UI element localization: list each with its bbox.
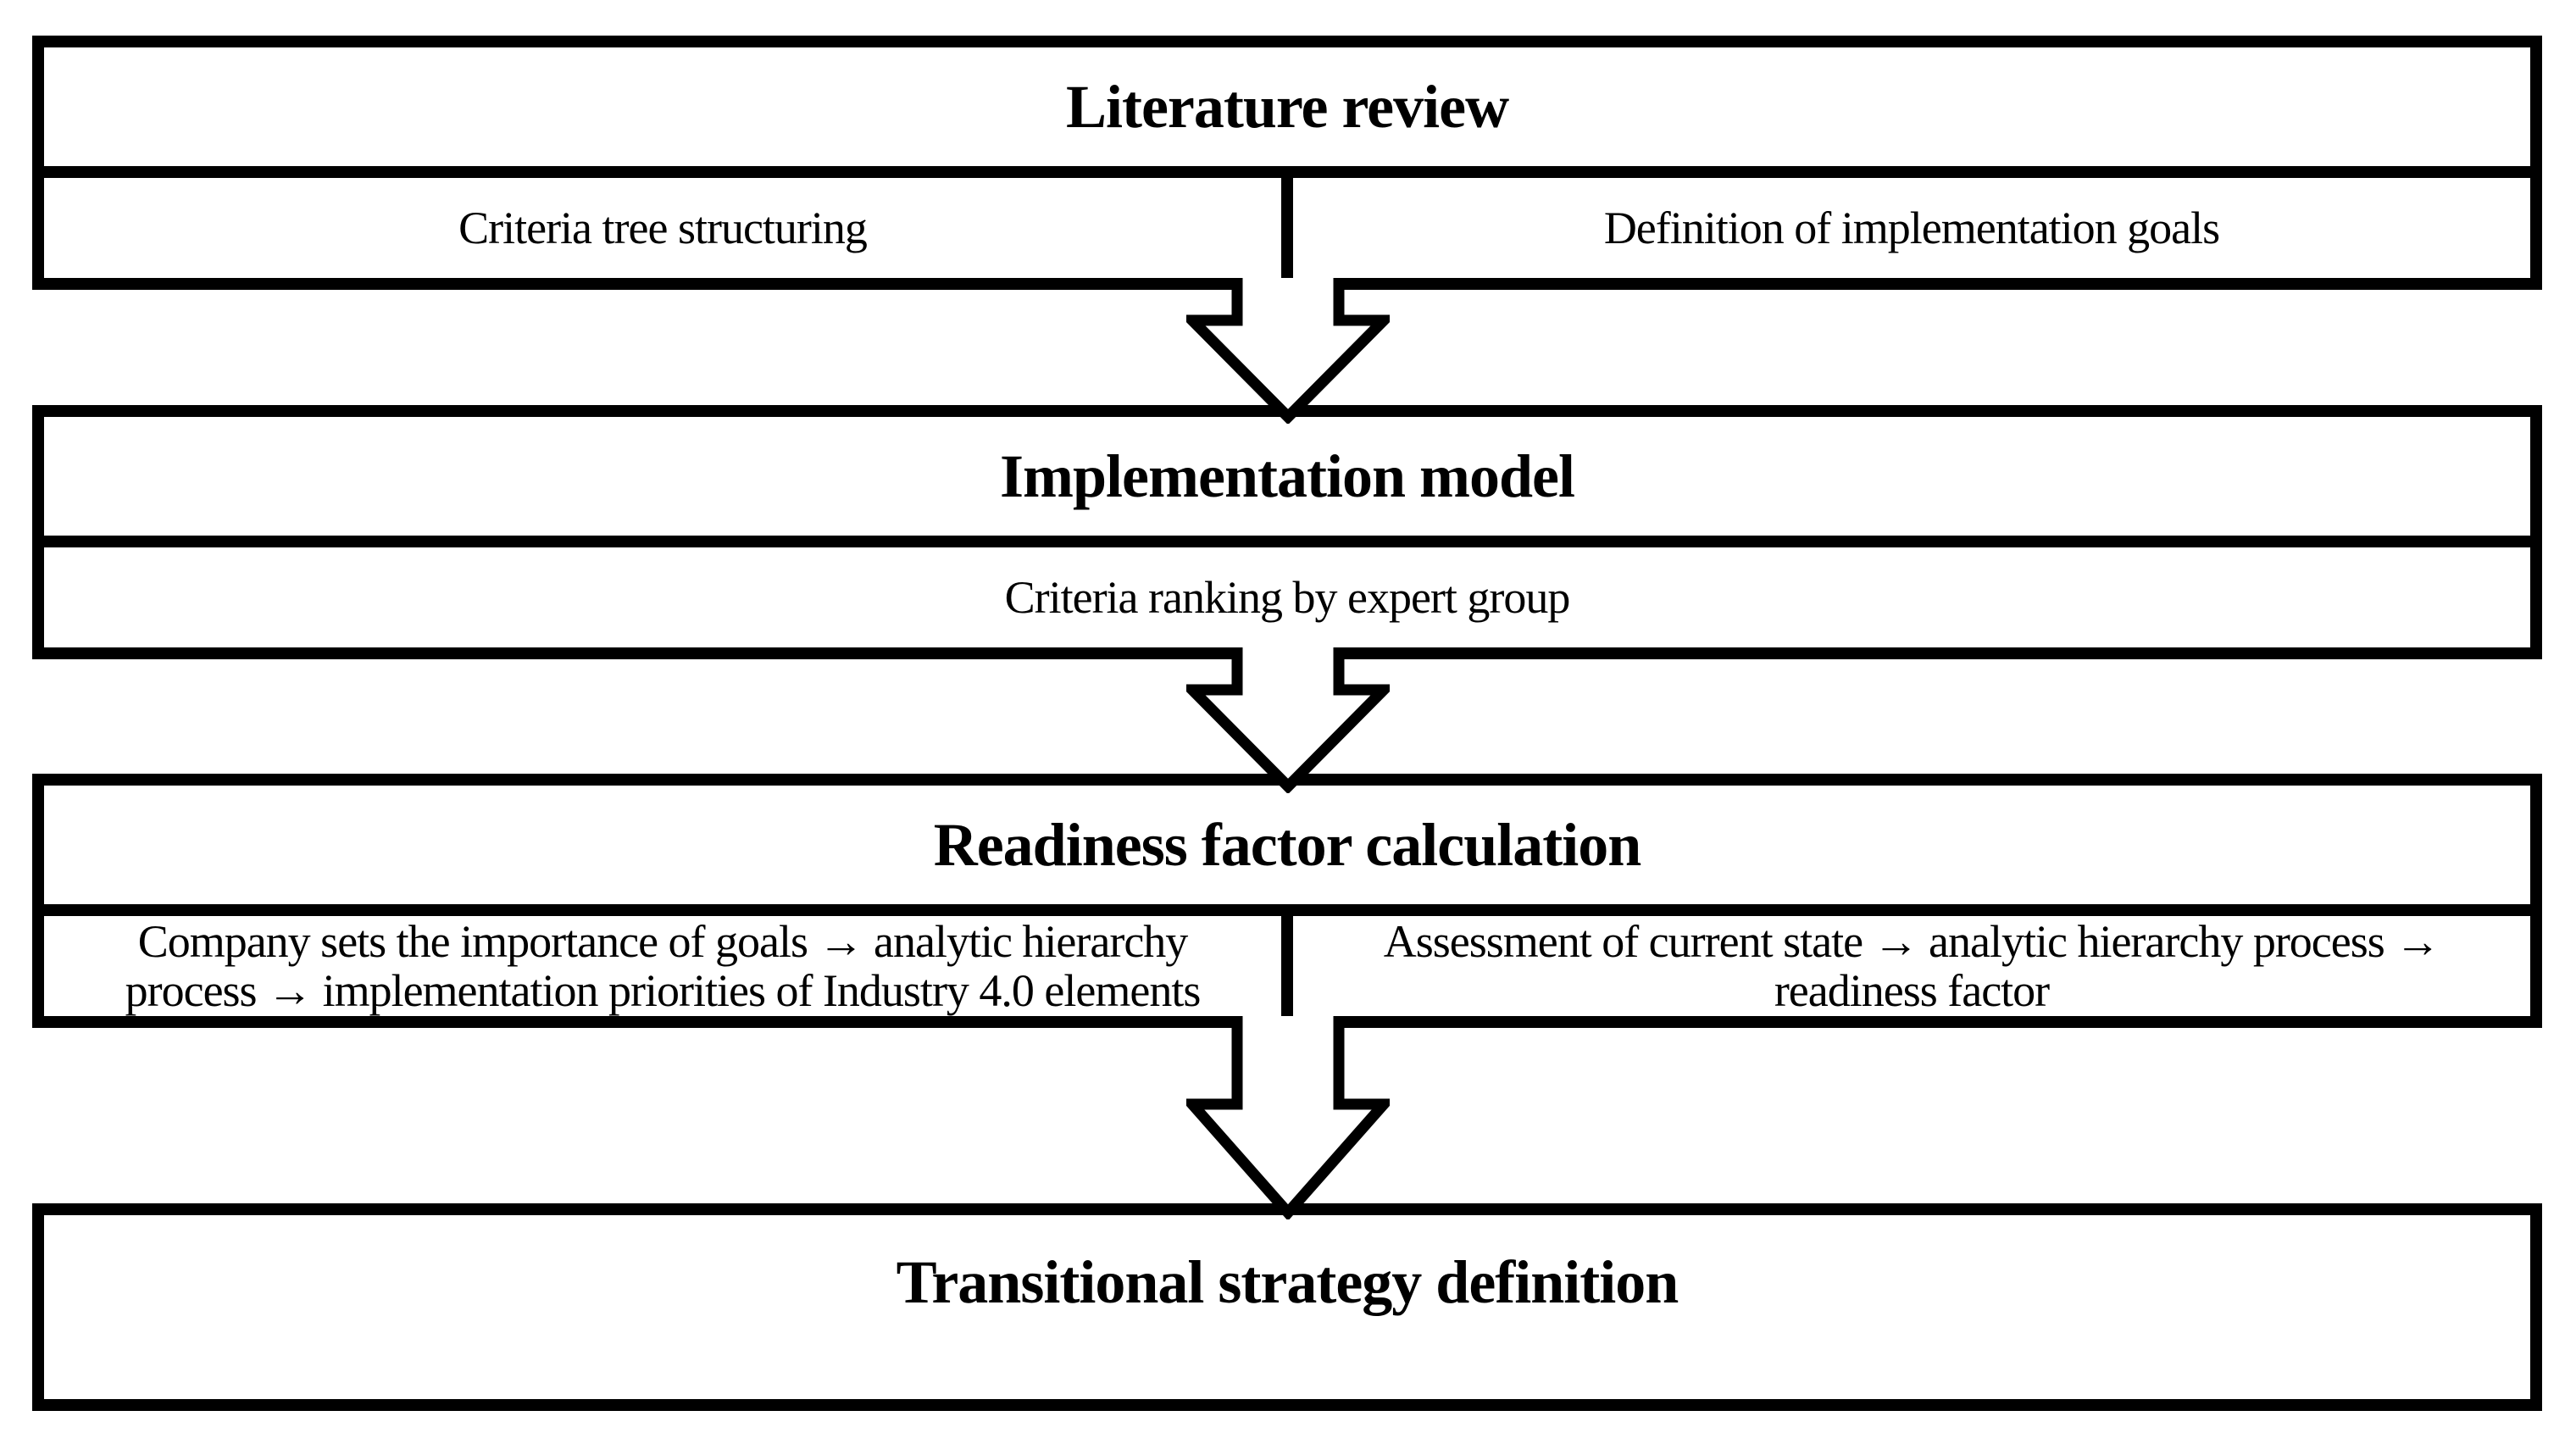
substep-criteria-ranking-by-expert-group: Criteria ranking by expert group (1004, 571, 1571, 623)
stage-transitional-strategy-definition: Transitional strategy definition (32, 1203, 2542, 1411)
stage-substeps: Company sets the importance of goals → a… (44, 904, 2530, 1016)
stage-literature-review: Literature review Criteria tree structur… (32, 36, 2542, 290)
stage-title: Readiness factor calculation (933, 810, 1642, 879)
stage-title: Literature review (1065, 72, 1509, 141)
stage-title: Transitional strategy definition (896, 1248, 1679, 1316)
down-block-arrow-icon (1186, 278, 1390, 424)
stage-substeps: Criteria ranking by expert group (44, 536, 2530, 647)
substep-criteria-tree-structuring: Criteria tree structuring (458, 202, 868, 253)
down-block-arrow-icon (1186, 647, 1390, 793)
stage-title: Implementation model (1000, 442, 1575, 510)
substep-definition-of-implementation-goals: Definition of implementation goals (1281, 178, 2530, 278)
stage-readiness-factor-calculation: Readiness factor calculation Company set… (32, 774, 2542, 1028)
substep-company-goal-importance: Company sets the importance of goals → a… (125, 915, 1202, 1016)
stage-implementation-model: Implementation model Criteria ranking by… (32, 405, 2542, 659)
substep-current-state-assessment: Assessment of current state → analytic h… (1281, 916, 2530, 1016)
stage-substeps: Criteria tree structuring Definition of … (44, 166, 2530, 278)
down-block-arrow-icon (1186, 1016, 1390, 1219)
